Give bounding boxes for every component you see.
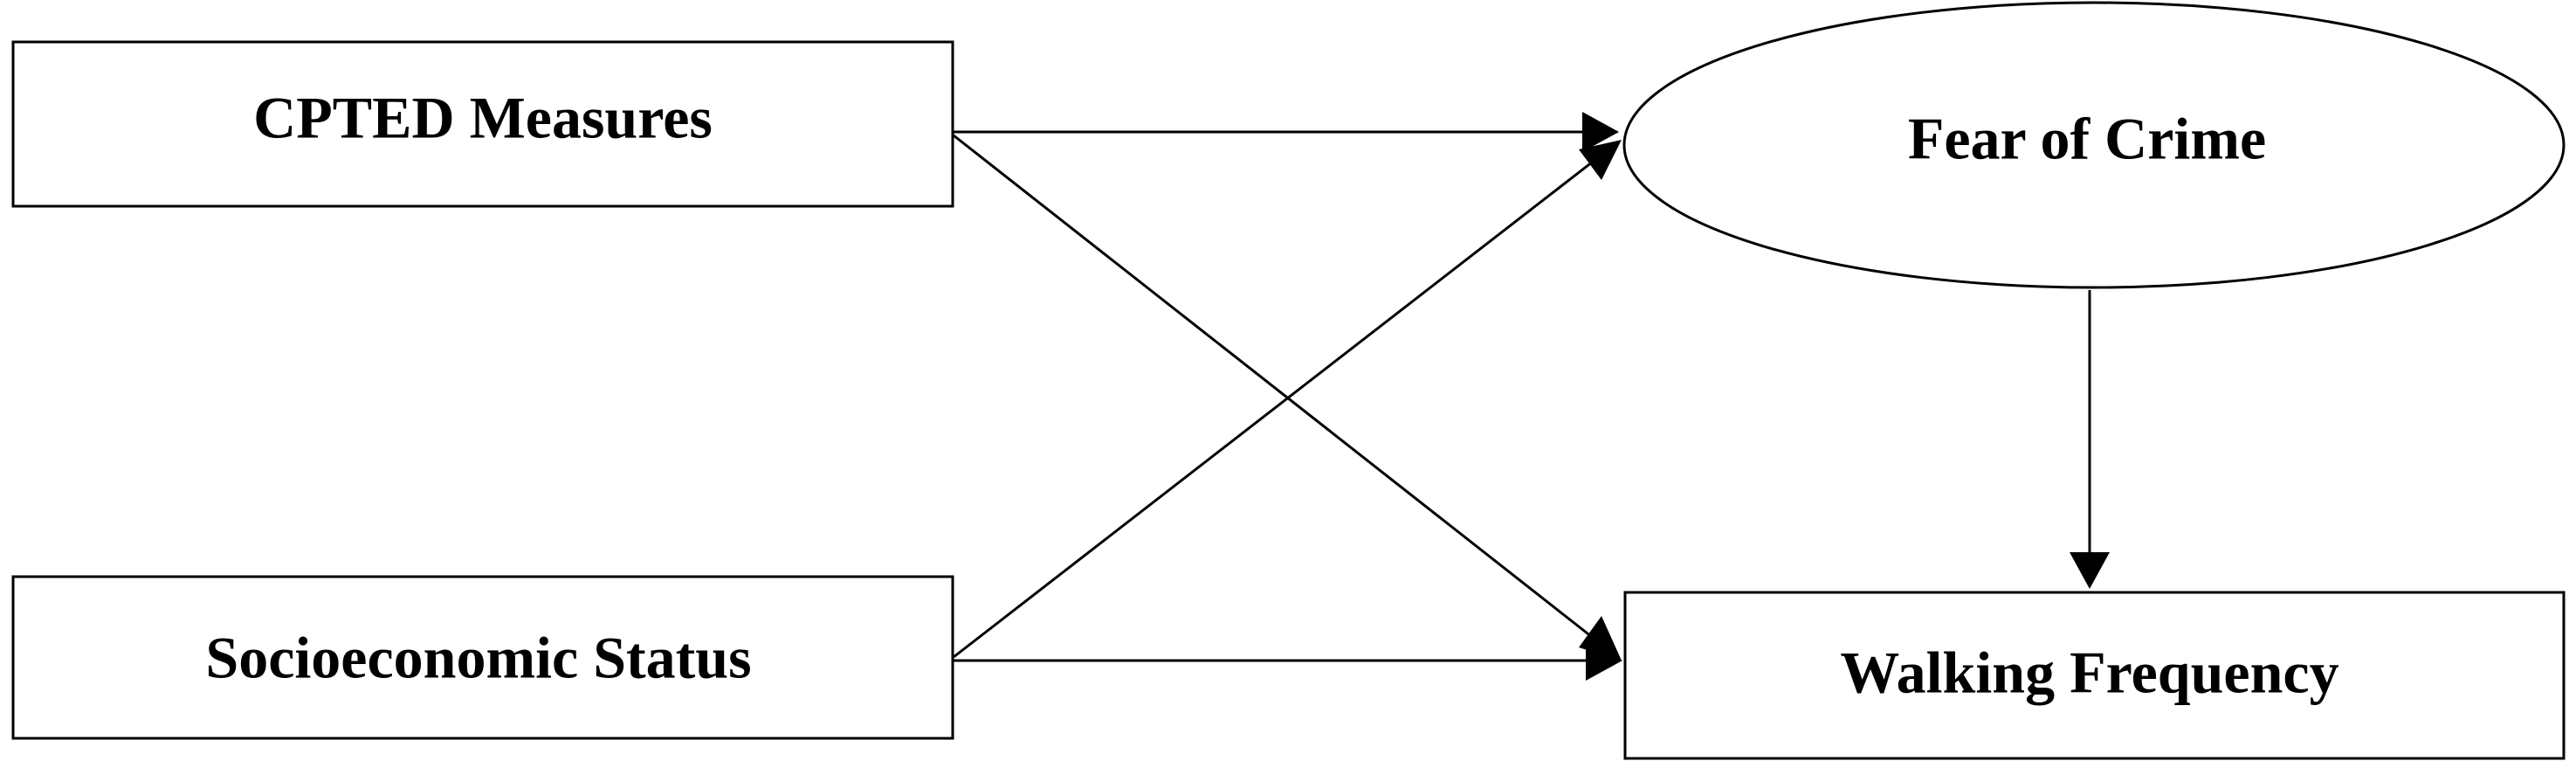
walking-frequency-label: Walking Frequency bbox=[1840, 640, 2338, 706]
walking-frequency-box bbox=[1623, 591, 2566, 760]
node-fear-of-crime: Fear of Crime bbox=[1622, 1, 2566, 289]
node-socioeconomic-status: Socioeconomic Status bbox=[11, 575, 954, 740]
cpted-measures-label: CPTED Measures bbox=[253, 85, 713, 151]
cpted-measures-box bbox=[11, 40, 954, 208]
arrowhead-cpted-to-fear bbox=[1582, 112, 1619, 152]
edge-cpted-to-walking bbox=[953, 134, 1613, 654]
fear-of-crime-label: Fear of Crime bbox=[1908, 106, 2266, 172]
fear-of-crime-ellipse bbox=[1622, 1, 2566, 289]
edges bbox=[953, 112, 2110, 681]
arrowhead-fear-to-walking bbox=[2070, 552, 2110, 589]
arrowhead-ses-to-fear bbox=[1579, 140, 1622, 180]
node-cpted-measures: CPTED Measures bbox=[11, 40, 954, 208]
arrowhead-ses-to-walking bbox=[1586, 640, 1622, 681]
socioeconomic-status-box bbox=[11, 575, 954, 740]
socioeconomic-status-label: Socioeconomic Status bbox=[205, 625, 751, 691]
node-walking-frequency: Walking Frequency bbox=[1623, 591, 2566, 760]
edge-ses-to-fear bbox=[953, 145, 1613, 659]
